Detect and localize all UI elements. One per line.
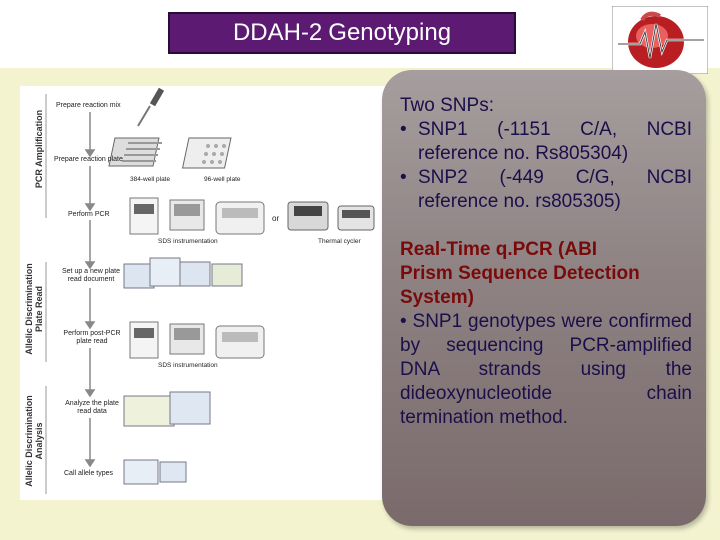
title-topic: Genotyping [328, 19, 452, 46]
step-setup-document: Set up a new plate read document [62, 268, 120, 283]
analysis-screens-icon [123, 391, 211, 485]
snp1-item: • SNP1 (-1151 C/A, NCBI reference no. Rs… [400, 118, 692, 166]
thermal-cycler-icon [287, 201, 375, 231]
method-heading: Real-Time q.PCR (ABI Prism Sequence Dete… [400, 239, 640, 308]
stage-plate-read: Allelic Discrimination Plate Read [24, 263, 44, 355]
step-prepare-plate: Prepare reaction plate [54, 156, 123, 163]
label-or: or [272, 214, 280, 223]
step-post-pcr-read: Perform post-PCR plate read [63, 330, 121, 345]
sds-instrument-1-icon [129, 197, 265, 235]
plate-document-screens-icon [123, 257, 243, 289]
snps-heading: Two SNPs: [400, 95, 494, 116]
label-sds-1: SDS instrumentation [158, 238, 218, 245]
bullet-mark: • [400, 311, 407, 332]
label-384-plate: 384-well plate [130, 176, 171, 183]
genotyping-workflow-diagram: PCR Amplification Allelic Discrimination… [20, 86, 390, 500]
bullet-mark: • [400, 167, 407, 188]
bullet-mark: • [400, 119, 407, 140]
panel-text: Two SNPs: • SNP1 (-1151 C/A, NCBI refere… [400, 94, 692, 430]
heart-logo-icon [612, 6, 708, 74]
title-gene: DDAH-2 [232, 19, 323, 46]
label-96-plate: 96-well plate [204, 176, 241, 183]
label-sds-2: SDS instrumentation [158, 362, 218, 369]
pipette-icon [137, 87, 165, 127]
step-perform-pcr: Perform PCR [68, 211, 110, 218]
snp2-text: SNP2 (-449 C/G, NCBI reference no. rs805… [418, 167, 692, 212]
step-call-alleles: Call allele types [64, 470, 114, 477]
snp2-item: • SNP2 (-449 C/G, NCBI reference no. rs8… [400, 166, 692, 214]
slide-title: DDAH-2 Genotyping [168, 12, 516, 54]
stage-analysis: Allelic Discrimination Analysis [24, 395, 44, 487]
stage-pcr-amplification: PCR Amplification [34, 109, 44, 189]
method-bullet: • SNP1 genotypes were confirmed by seque… [400, 310, 692, 430]
384-well-plate-icon [108, 137, 162, 167]
sds-instrument-2-icon [129, 321, 265, 359]
snp1-text: SNP1 (-1151 C/A, NCBI reference no. Rs80… [418, 119, 692, 164]
label-thermal-cycler: Thermal cycler [318, 238, 361, 245]
method-bullet-text: SNP1 genotypes were confirmed by sequenc… [400, 311, 692, 428]
96-well-plate-icon [181, 137, 232, 169]
content-panel: Two SNPs: • SNP1 (-1151 C/A, NCBI refere… [382, 70, 706, 526]
step-prepare-mix: Prepare reaction mix [56, 102, 121, 109]
step-analyze-data: Analyze the plate read data [65, 400, 119, 415]
workflow-graphics [45, 87, 375, 494]
